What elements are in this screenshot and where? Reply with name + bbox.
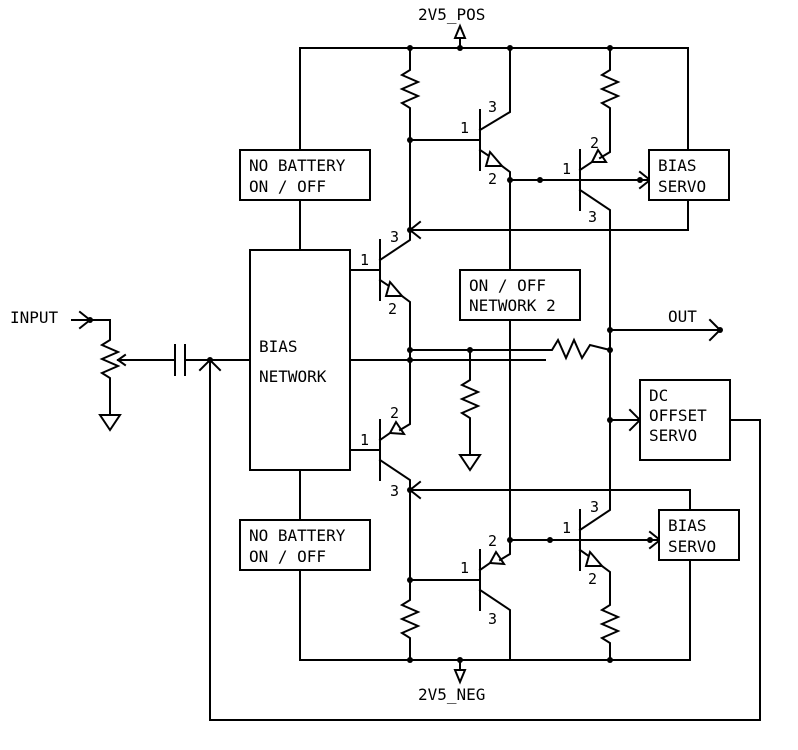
capacitor-coupling [117,344,251,376]
no-battery-bottom-block: NO BATTERY ON / OFF [239,519,371,571]
pin-label: 2 [588,570,597,588]
block-label: BIAS [658,156,697,175]
input-label: INPUT [10,308,59,327]
bias-servo-bottom-block: BIAS SERVO [658,509,740,561]
transistor-top-output: 1 3 2 [349,228,411,351]
dc-offset-servo-block: DC OFFSET SERVO [639,379,731,461]
resistor-series-output [545,337,611,361]
power-symbol-negative: 2V5_NEG [418,659,485,704]
power-symbol-positive: 2V5_POS [418,5,485,49]
block-label: NETWORK [259,367,327,386]
resistor-shunt-ground [458,350,482,472]
block-label: NO BATTERY [249,526,346,545]
block-label: BIAS [259,337,298,356]
pin-label: 1 [460,119,469,137]
transistor-bottom-servo: 1 3 2 [562,419,611,601]
positive-rail [299,45,689,251]
resistor-top-left [399,48,421,143]
pin-label: 2 [488,532,497,550]
pin-label: 1 [562,519,571,537]
block-label: ON / OFF [469,276,546,295]
pin-label: 1 [360,251,369,269]
pin-label: 2 [390,404,399,422]
block-label: SERVO [649,426,697,445]
pin-label: 3 [588,208,597,226]
block-label: NETWORK 2 [469,296,556,315]
block-label: OFFSET [649,406,707,425]
pin-label: 1 [562,160,571,178]
output-label: OUT [668,307,697,326]
output-port[interactable]: OUT [609,307,723,342]
block-label: NO BATTERY [249,156,346,175]
pin-label: 2 [590,134,599,152]
potentiometer-input [90,319,127,432]
block-label: SERVO [658,177,706,196]
transistor-top-servo: 1 2 3 [562,119,611,331]
resistor-bottom-left [399,580,421,660]
transistor-top-driver: 1 3 2 [460,47,511,188]
block-label: SERVO [668,537,716,556]
resistor-top-right [599,48,621,120]
on-off-network-2-block: ON / OFF NETWORK 2 [459,269,581,321]
pin-label: 3 [488,98,497,116]
pin-label: 2 [488,170,497,188]
wire-to-dc-offset-servo [607,408,642,432]
transistor-bottom-driver: 1 2 3 [460,532,511,661]
bias-servo-top-block: BIAS SERVO [648,149,730,201]
wire-bias-servo-top-feedback [409,199,689,231]
resistor-bottom-right [599,600,621,660]
pin-label: 1 [460,559,469,577]
transistor-bottom-output: 1 2 3 [349,359,411,581]
positive-rail-label: 2V5_POS [418,5,485,24]
pin-label: 3 [590,498,599,516]
no-battery-top-block: NO BATTERY ON / OFF [239,149,371,201]
pin-label: 2 [388,300,397,318]
wire-dc-servo-feedback [209,359,761,721]
negative-rail-label: 2V5_NEG [418,685,485,704]
pin-label: 1 [360,431,369,449]
block-label: ON / OFF [249,547,326,566]
block-label: DC [649,386,668,405]
pin-label: 3 [390,228,399,246]
block-label: ON / OFF [249,177,326,196]
input-port[interactable]: INPUT [10,308,93,330]
wire-to-bias-servo-bottom [579,530,662,550]
bias-network-block: BIAS NETWORK [249,249,351,471]
arrow-into-bottom-output-collector [407,480,422,500]
pin-label: 3 [390,482,399,500]
wire-to-bias-servo-top [579,170,652,190]
pin-label: 3 [488,610,497,628]
block-label: BIAS [668,516,707,535]
